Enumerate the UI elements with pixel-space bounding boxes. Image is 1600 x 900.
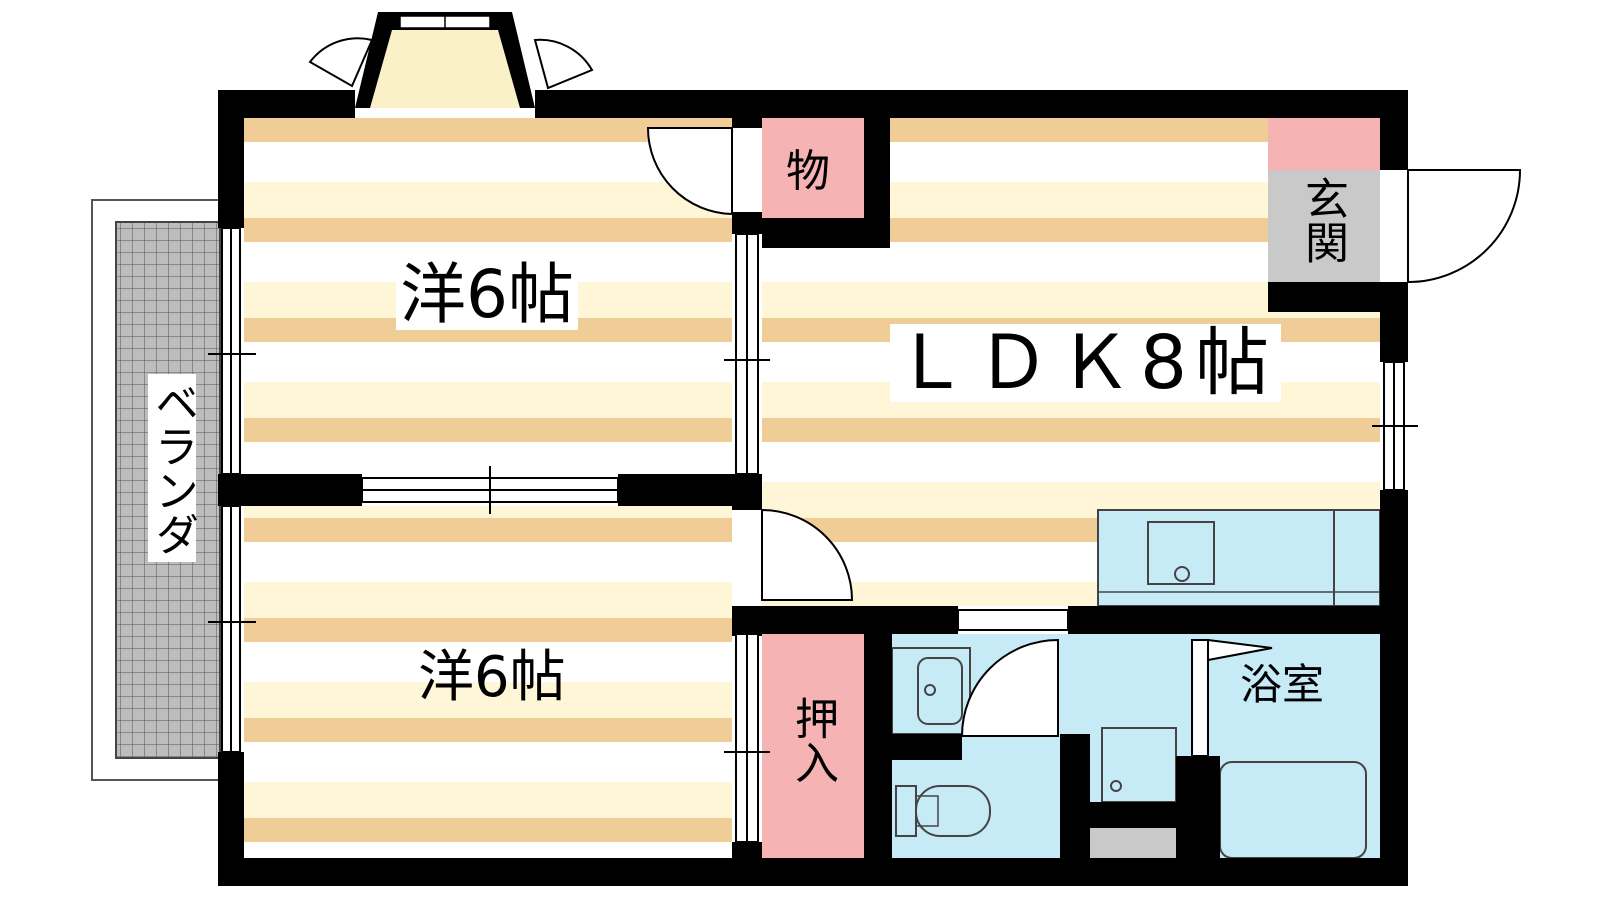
ldk-label: ＬＤＫ8帖	[890, 324, 1282, 402]
closet-label: 押入	[787, 696, 838, 784]
western-room-2-floor	[244, 506, 732, 858]
entrance-label: 玄関	[1297, 176, 1348, 264]
bay-window	[308, 12, 594, 108]
entrance-area	[1268, 118, 1380, 282]
bathroom-label: 浴室	[1240, 660, 1325, 709]
kitchen-counter	[1097, 509, 1381, 607]
storage-label: 物	[786, 146, 830, 197]
walls	[218, 90, 1408, 886]
closet	[762, 634, 864, 858]
ldk-floor-upper	[890, 118, 1268, 248]
veranda-label: ベランダ	[147, 374, 198, 562]
western-room-2-label: 洋6帖	[418, 645, 566, 710]
windows-doors	[208, 127, 1522, 843]
storage-room	[762, 118, 864, 218]
western-room-1-label: 洋6帖	[396, 260, 578, 330]
veranda	[91, 199, 223, 781]
